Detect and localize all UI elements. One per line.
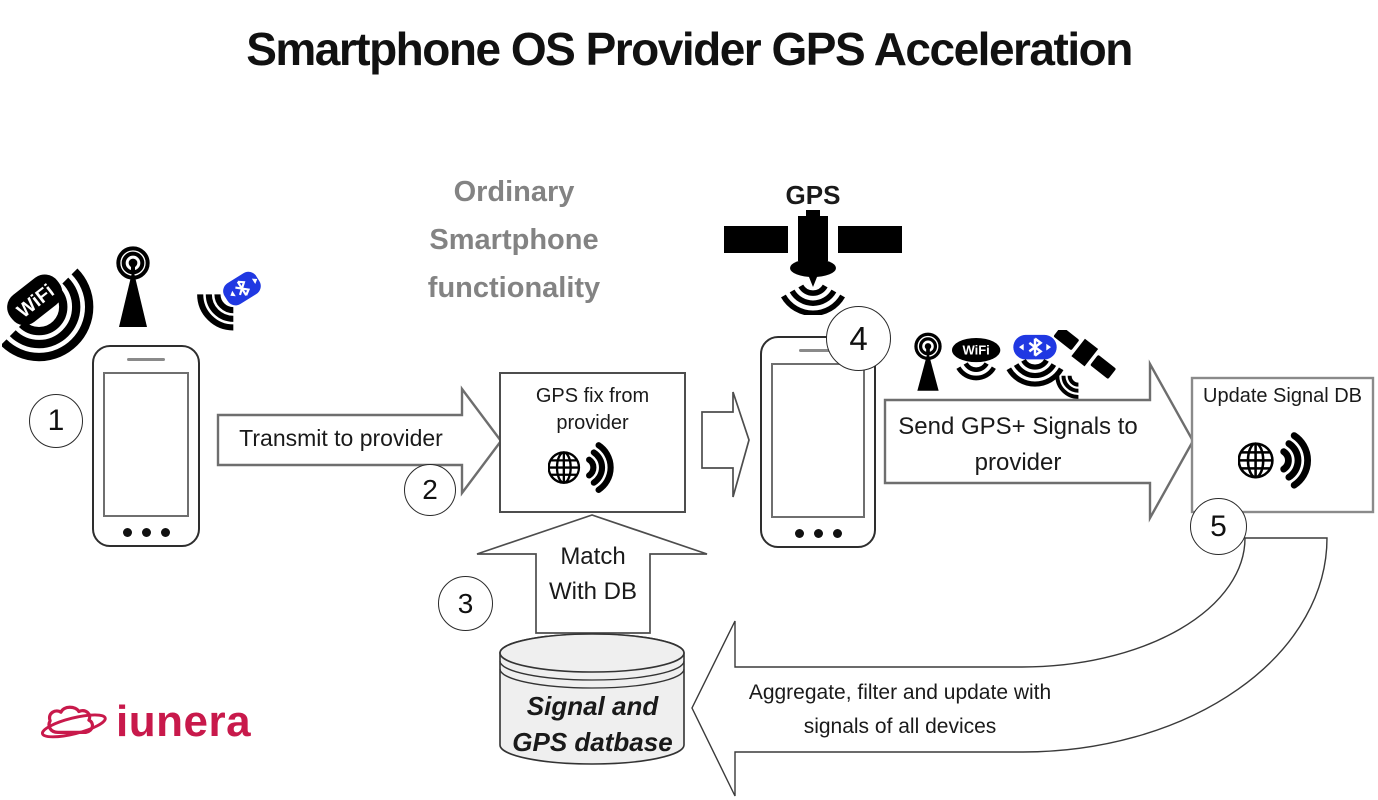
phone-speaker: [127, 358, 165, 361]
database-label: Signal and GPS datbase: [512, 691, 673, 757]
match-arrow-label: Match With DB: [548, 543, 637, 605]
phone-buttons: [762, 529, 874, 538]
gps-fix-box: [499, 372, 686, 513]
phone-speaker: [799, 349, 837, 352]
globe-signal-icon: [548, 442, 614, 493]
gpsfix-to-phone-arrow: [701, 391, 750, 498]
transmit-arrow: [216, 385, 503, 497]
database-cylinder: [499, 633, 685, 765]
wifi-icon: WiFi: [2, 268, 94, 362]
svg-text:WiFi: WiFi: [962, 343, 989, 358]
iunera-cloud-logo: [40, 705, 107, 739]
aggregate-curved-arrow: [691, 537, 1328, 797]
aggregate-arrow-label: Aggregate, filter and update with signal…: [748, 681, 1052, 738]
step-marker-2: 2: [404, 464, 456, 516]
satellite-signal-icon: [1053, 330, 1116, 399]
gps-fix-box-label: GPS fix from provider: [535, 385, 650, 434]
update-db-box-label: Update Signal DB: [1203, 385, 1362, 407]
smartphone-right: [760, 336, 876, 548]
phone-buttons: [94, 528, 198, 537]
cell-tower-icon: [914, 332, 942, 391]
send-signals-arrow: [883, 359, 1195, 523]
gps-satellite-icon: [724, 210, 902, 315]
phone-screen: [771, 363, 865, 518]
cell-tower-icon: [116, 246, 150, 327]
phone-screen: [103, 372, 189, 517]
smartphone-left: [92, 345, 200, 547]
gps-label: GPS: [785, 180, 841, 210]
update-signal-db-box: [1190, 376, 1375, 514]
step-marker-1: 1: [29, 394, 83, 448]
transmit-arrow-label: Transmit to provider: [239, 425, 443, 451]
step-marker-3: 3: [438, 576, 493, 631]
iunera-wordmark: iunera: [116, 697, 252, 746]
wifi-signal-icon: WiFi: [952, 338, 1001, 381]
bluetooth-icon: [197, 271, 261, 331]
send-arrow-label: Send GPS+ Signals to provider: [898, 413, 1138, 476]
step-marker-4: 4: [826, 306, 891, 371]
step-marker-5: 5: [1190, 498, 1247, 555]
ordinary-functionality-label: Ordinary Smartphone functionality: [427, 176, 601, 304]
globe-signal-icon: [1238, 432, 1311, 489]
bluetooth-signal-icon: [1006, 334, 1064, 387]
match-db-arrow: [476, 514, 708, 634]
page-title: Smartphone OS Provider GPS Acceleration: [246, 23, 1133, 75]
